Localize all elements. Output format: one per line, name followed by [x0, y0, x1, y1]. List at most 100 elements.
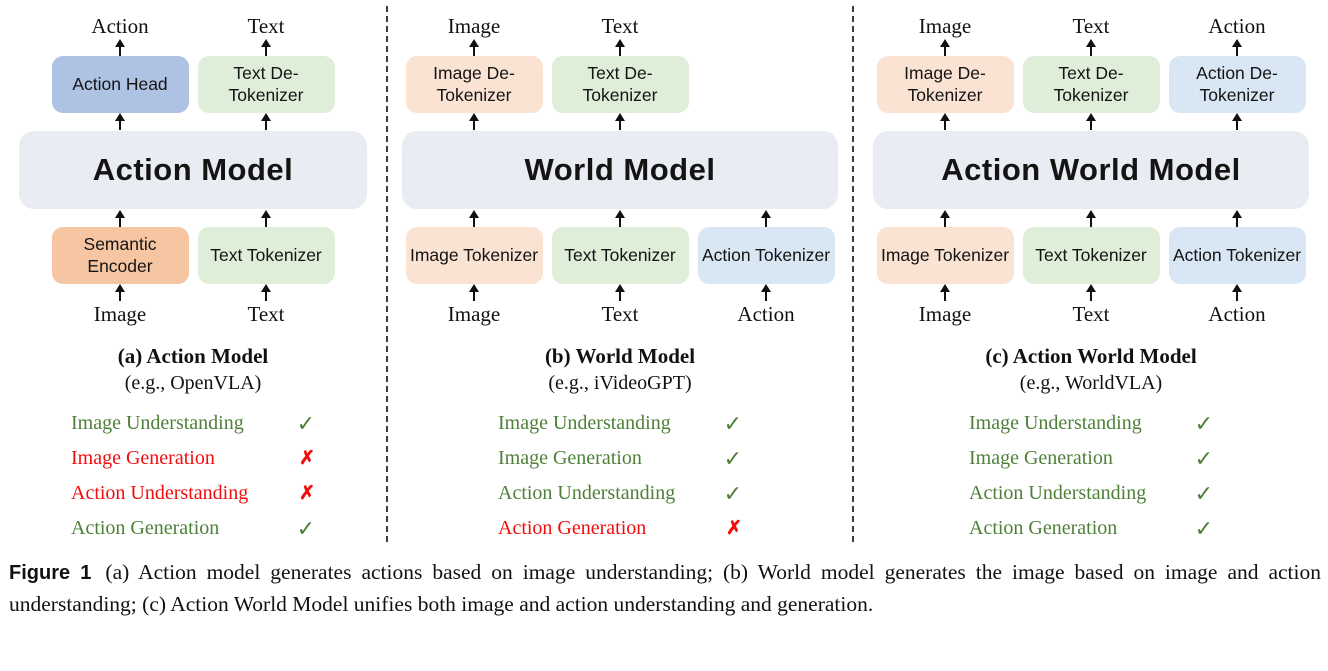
check-mark-icon: ✓: [723, 480, 742, 506]
up-arrow-icon: [1230, 284, 1244, 301]
bottom-section: Image Tokenizer Image Text Tokenizer Tex…: [876, 210, 1306, 327]
checklist-item: Image Generation ✓: [498, 441, 742, 476]
checklist-item: Action Generation ✓: [71, 511, 315, 546]
capability-checklist: Image Understanding ✓ Image Generation ✓…: [498, 406, 742, 546]
panel-subtitle: (e.g., OpenVLA): [124, 372, 262, 394]
input-label: Image: [447, 302, 501, 326]
model-box-world-model: World Model: [402, 131, 838, 209]
up-arrow-icon: [759, 210, 773, 227]
up-arrow-icon: [1084, 39, 1098, 56]
checklist-item: Action Understanding ✓: [498, 476, 742, 511]
up-arrow-icon: [467, 210, 481, 227]
check-mark-icon: ✓: [1194, 410, 1213, 436]
panel-title: (a) Action Model: [117, 344, 269, 368]
box-action-tokenizer: Action Tokenizer: [1168, 227, 1306, 284]
up-arrow-icon: [1230, 113, 1244, 130]
bottom-section: Image Tokenizer Image Text Tokenizer Tex…: [405, 210, 835, 327]
up-arrow-icon: [613, 210, 627, 227]
box-text-tokenizer: Text Tokenizer: [551, 227, 689, 284]
checklist-item: Image Generation ✗: [71, 441, 315, 476]
column-text: Text Text De-Tokenizer: [1022, 13, 1160, 130]
top-section: Action Action Head Text Text De-Tokenize…: [51, 13, 335, 130]
caption-text: (a) Action model generates actions based…: [9, 560, 1322, 616]
column-text: Text Tokenizer Text: [197, 210, 335, 327]
output-label: Text: [1072, 14, 1110, 38]
capability-label: Image Generation: [969, 447, 1113, 469]
check-mark-icon: ✓: [296, 515, 315, 541]
panel-title: (b) World Model: [544, 344, 696, 368]
capability-label: Action Understanding: [498, 482, 676, 504]
box-image-detokenizer: Image De-Tokenizer: [876, 56, 1014, 113]
column-image: Image Tokenizer Image: [876, 210, 1014, 327]
check-mark-icon: ✓: [1194, 515, 1213, 541]
checklist-item: Image Generation ✓: [969, 441, 1213, 476]
up-arrow-icon: [113, 284, 127, 301]
box-text-detokenizer: Text De-Tokenizer: [551, 56, 689, 113]
checklist-item: Image Understanding ✓: [969, 406, 1213, 441]
box-text-detokenizer: Text De-Tokenizer: [1022, 56, 1160, 113]
top-section: Image Image De-Tokenizer Text Text De-To…: [876, 13, 1306, 130]
capability-label: Image Generation: [71, 447, 215, 469]
panel-action-world-model: Image Image De-Tokenizer Text Text De-To…: [854, 0, 1328, 546]
column-image: Image Image De-Tokenizer: [405, 13, 543, 130]
up-arrow-icon: [613, 113, 627, 130]
checklist-item: Action Generation ✓: [969, 511, 1213, 546]
output-label: Image: [918, 14, 972, 38]
up-arrow-icon: [938, 210, 952, 227]
input-label: Image: [93, 302, 147, 326]
capability-label: Action Understanding: [71, 482, 249, 504]
diagram-world-model: Image Image De-Tokenizer Text Text De-To…: [402, 0, 838, 327]
column-action: Action Tokenizer Action: [1168, 210, 1306, 327]
capability-label: Image Understanding: [969, 412, 1142, 434]
box-action-detokenizer: Action De-Tokenizer: [1168, 56, 1306, 113]
panel-subtitle: (e.g., iVideoGPT): [548, 372, 692, 394]
capability-label: Image Generation: [498, 447, 642, 469]
up-arrow-icon: [467, 113, 481, 130]
output-label: Text: [247, 14, 285, 38]
check-mark-icon: ✓: [296, 410, 315, 436]
up-arrow-icon: [1230, 39, 1244, 56]
panel-action-model: Action Action Head Text Text De-Tokenize…: [0, 0, 386, 546]
column-action: Action Tokenizer Action: [697, 210, 835, 327]
capability-checklist: Image Understanding ✓ Image Generation ✓…: [969, 406, 1213, 546]
up-arrow-icon: [1084, 284, 1098, 301]
capability-label: Action Generation: [71, 517, 220, 539]
bottom-section: Semantic Encoder Image Text Tokenizer Te…: [51, 210, 335, 327]
up-arrow-icon: [613, 284, 627, 301]
figure-number: Figure 1: [9, 562, 92, 584]
up-arrow-icon: [259, 39, 273, 56]
box-image-detokenizer: Image De-Tokenizer: [405, 56, 543, 113]
column-text: Text Tokenizer Text: [1022, 210, 1160, 327]
up-arrow-icon: [938, 284, 952, 301]
output-label: Action: [1208, 14, 1266, 38]
capability-label: Image Understanding: [498, 412, 671, 434]
input-label: Text: [1072, 302, 1110, 326]
panel-subtitle: (e.g., WorldVLA): [1019, 372, 1163, 394]
column-image: Semantic Encoder Image: [51, 210, 189, 327]
cross-mark-icon: ✗: [299, 448, 315, 469]
capability-label: Image Understanding: [71, 412, 244, 434]
checklist-item: Action Generation ✗: [498, 511, 742, 546]
column-image: Image Tokenizer Image: [405, 210, 543, 327]
capability-label: Action Generation: [969, 517, 1118, 539]
box-image-tokenizer: Image Tokenizer: [405, 227, 543, 284]
cross-mark-icon: ✗: [299, 483, 315, 504]
model-box-action-model: Action Model: [19, 131, 367, 209]
up-arrow-icon: [467, 284, 481, 301]
check-mark-icon: ✓: [1194, 445, 1213, 471]
column-text: Text Text De-Tokenizer: [551, 13, 689, 130]
dashed-divider: [852, 6, 854, 542]
box-text-detokenizer: Text De-Tokenizer: [197, 56, 335, 113]
output-label: Image: [447, 14, 501, 38]
empty-column: [698, 13, 835, 130]
box-image-tokenizer: Image Tokenizer: [876, 227, 1014, 284]
cross-mark-icon: ✗: [726, 518, 742, 539]
up-arrow-icon: [113, 113, 127, 130]
up-arrow-icon: [259, 113, 273, 130]
input-label: Action: [737, 302, 795, 326]
column-image: Image Image De-Tokenizer: [876, 13, 1014, 130]
figure-caption: Figure 1(a) Action model generates actio…: [9, 557, 1321, 620]
up-arrow-icon: [1084, 210, 1098, 227]
up-arrow-icon: [259, 284, 273, 301]
